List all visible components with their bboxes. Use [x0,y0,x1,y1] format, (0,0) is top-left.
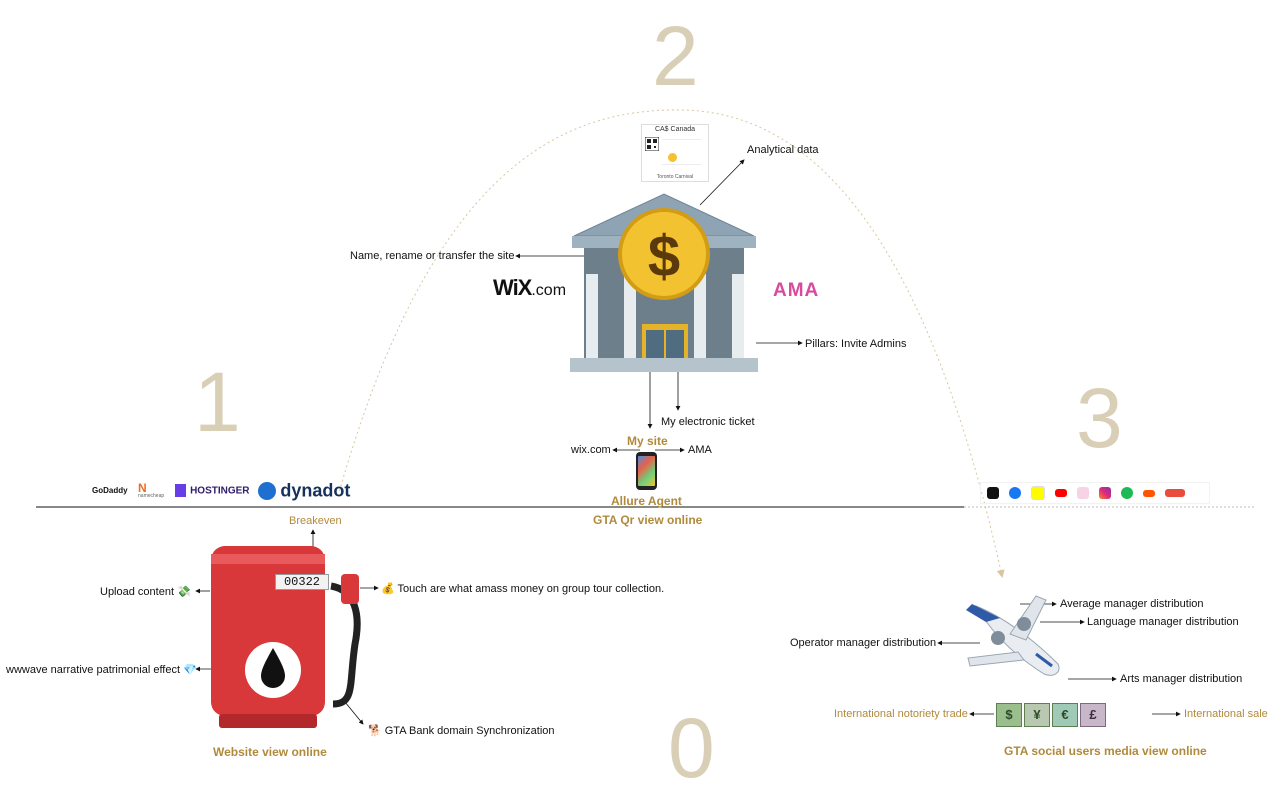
allure-agent-label: Allure Agent [611,494,682,508]
label-intl-trade: International notoriety trade [834,708,968,720]
website-view-label: Website view online [213,745,327,759]
ticket-qr-icon [645,137,659,151]
label-language-manager: Language manager distribution [1087,616,1239,628]
breakeven-label: Breakeven [289,515,342,527]
label-gta-bank: 🐕 GTA Bank domain Synchronization [368,725,555,737]
label-intl-sale: International sale [1184,708,1268,720]
ticket-lines [662,139,702,165]
dynadot-logo: dynadot [257,480,350,500]
youtube-icon[interactable] [1055,489,1067,497]
label-pillars: Pillars: Invite Admins [805,338,907,350]
ticket-coin-icon [668,153,677,162]
spotify-icon[interactable] [1121,487,1133,499]
svg-text:$: $ [648,224,680,289]
pump-counter: 00322 [275,574,329,590]
gta-social-label: GTA social users media view online [1004,744,1207,758]
ticket-footer: Toronto Carnival [656,174,694,180]
gta-qr-label: GTA Qr view online [593,513,703,527]
airplane-icon [966,595,1060,676]
brand-icon[interactable] [1165,489,1185,497]
social-icons-strip [980,482,1210,504]
ticket-card: CA$ Canada Toronto Carnival [641,124,709,182]
label-touch: 💰 Touch are what amass money on group to… [381,583,665,595]
registrar-logos: GoDaddy N namecheap HOSTINGER dynadot [92,480,350,501]
snapchat-icon[interactable] [1031,486,1045,500]
banknotes-icon: $ ¥ € £ [996,703,1106,727]
label-operator-manager: Operator manager distribution [790,637,937,649]
label-upload-content: Upload content 💸 [100,586,191,598]
godaddy-logo: GoDaddy [92,486,128,495]
label-wwwave: wwwave narrative patrimonial effect 💎 [6,664,197,676]
ama-link[interactable]: AMA [688,444,712,456]
namecheap-logo: N namecheap [138,480,165,499]
label-electronic-ticket: My electronic ticket [661,416,755,428]
phone-icon [636,452,657,490]
label-arts-manager: Arts manager distribution [1120,673,1243,685]
facebook-icon[interactable] [1009,487,1021,499]
stage-number-1: 1 [194,355,241,449]
wix-logo-main: WiX [493,275,532,300]
wix-link[interactable]: wix.com [571,444,611,456]
stage-number-0: 0 [668,701,715,795]
fuel-pump-icon: 00322 [205,544,365,730]
ticket-header: CA$ Canada [654,126,696,133]
label-average-manager: Average manager distribution [1060,598,1204,610]
hostinger-logo: HOSTINGER [174,482,254,499]
soundcloud-icon[interactable] [1143,489,1155,497]
ama-small-icon[interactable] [1077,487,1089,499]
my-site-label: My site [627,434,668,448]
bank-building-icon: $ [570,193,758,372]
stage-number-3: 3 [1076,371,1123,465]
label-analytical-data: Analytical data [747,144,819,156]
wix-logo: WiX.com [493,275,566,301]
ama-logo: AMA [773,280,820,301]
stage-number-2: 2 [652,9,699,103]
growth-arc [337,109,1005,578]
tiktok-icon[interactable] [987,487,999,499]
instagram-icon[interactable] [1099,487,1111,499]
label-name-site: Name, rename or transfer the site [350,250,515,262]
wix-logo-suffix: .com [531,282,567,299]
